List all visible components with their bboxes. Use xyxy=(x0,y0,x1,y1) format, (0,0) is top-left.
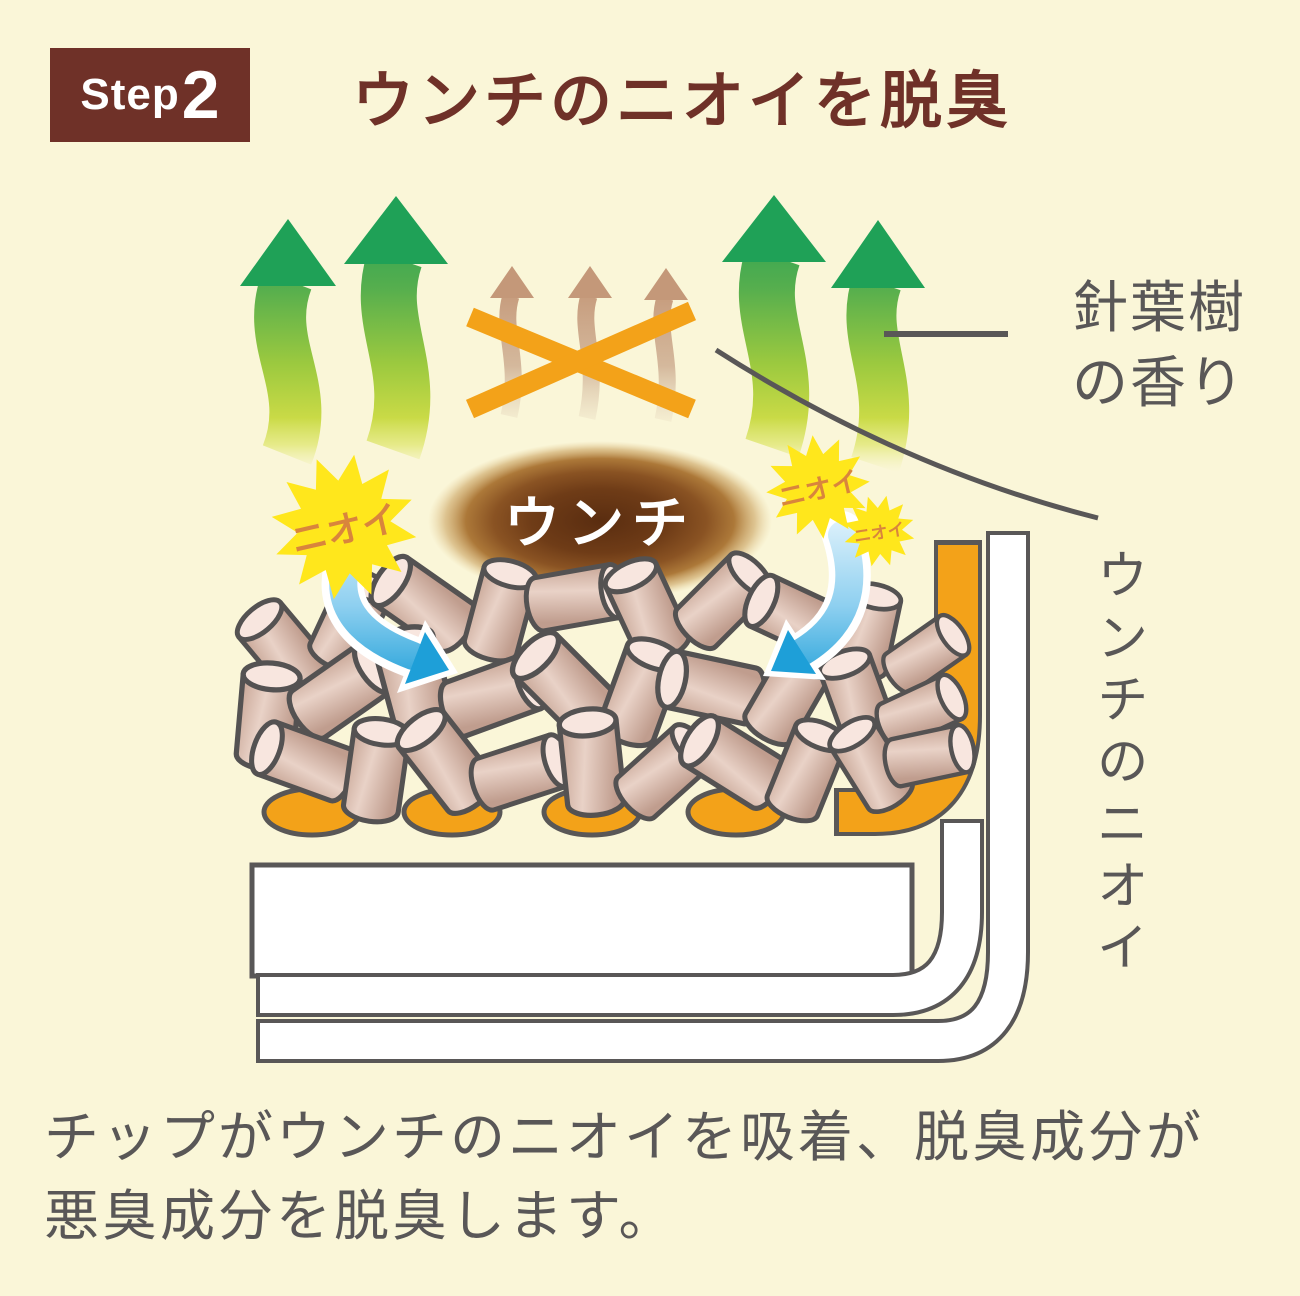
page-title: ウンチのニオイを脱臭 xyxy=(352,67,1013,136)
step-word: Step xyxy=(80,70,180,119)
wood-chip xyxy=(558,706,626,818)
step-badge: Step 2 xyxy=(50,48,250,142)
green-arrow-3 xyxy=(722,195,826,458)
step-number: 2 xyxy=(181,57,220,133)
header: Step 2 ウンチのニオイを脱臭 xyxy=(50,48,1012,142)
poop-smell-label: ウンチのニオイ xyxy=(1088,548,1146,982)
green-arrow-1 xyxy=(240,219,336,465)
smell-pointer-line xyxy=(714,347,1099,521)
block-cross-icon xyxy=(465,301,697,419)
caption-line1: チップがウンチのニオイを吸着、脱臭成分が xyxy=(44,1106,1205,1168)
inner-tray-layer xyxy=(256,819,984,1017)
poop-label: ウンチ xyxy=(504,491,696,555)
scent-label-line1: 針葉樹 xyxy=(1072,276,1246,339)
caption-line2: 悪臭成分を脱臭します。 xyxy=(44,1185,677,1248)
caption: チップがウンチのニオイを吸着、脱臭成分が 悪臭成分を脱臭します。 xyxy=(44,1098,1204,1256)
scent-label: 針葉樹 の香り xyxy=(1072,270,1246,420)
green-arrow-2 xyxy=(344,196,448,460)
tray-front-wall xyxy=(249,862,915,979)
scent-label-line2: の香り xyxy=(1072,351,1246,415)
outer-tray-layer xyxy=(256,531,1030,1063)
fragrance-arrows xyxy=(240,195,925,473)
absorb-arrow-right xyxy=(763,511,871,680)
green-arrow-4 xyxy=(831,220,925,473)
